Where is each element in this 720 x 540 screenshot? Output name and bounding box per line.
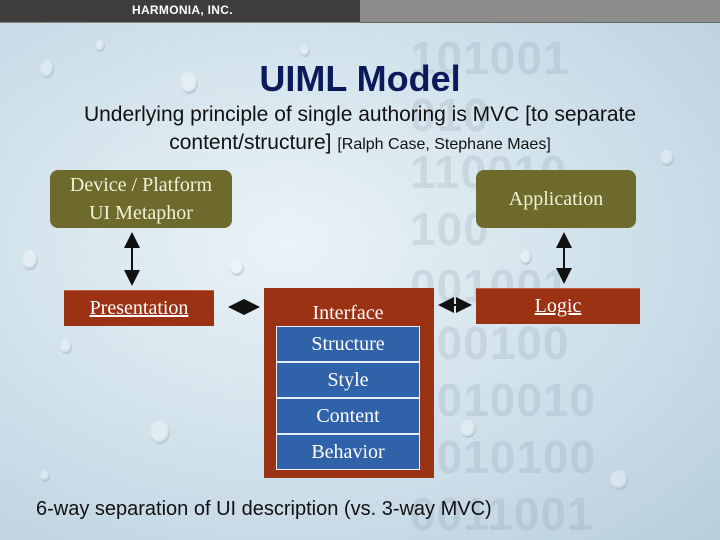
water-drop: [230, 260, 244, 276]
device-platform-box: Device / Platform UI Metaphor: [50, 170, 232, 228]
structure-label: Structure: [311, 332, 385, 355]
slide-caption: 6-way separation of UI description (vs. …: [36, 498, 492, 520]
style-box: Style: [276, 362, 420, 398]
interface-label-box: Interface: [276, 298, 420, 328]
content-box: Content: [276, 398, 420, 434]
water-drop: [60, 340, 72, 354]
water-drop: [95, 40, 105, 52]
header-banner: HARMONIA, INC.: [0, 0, 360, 23]
behavior-box: Behavior: [276, 434, 420, 470]
water-drop: [180, 72, 198, 94]
binary-row: 100: [410, 203, 490, 255]
application-box: Application: [476, 170, 636, 228]
device-platform-line2: UI Metaphor: [89, 202, 193, 224]
water-drop: [22, 250, 38, 270]
presentation-box: Presentation: [64, 290, 214, 326]
content-label: Content: [316, 404, 380, 427]
application-label: Application: [508, 188, 604, 210]
binary-row: 1010100: [410, 431, 597, 483]
company-name: HARMONIA, INC.: [132, 3, 233, 17]
water-drop: [660, 150, 674, 166]
background-binary-watermark: 1010010101100101000010011001000010010101…: [410, 30, 720, 540]
presentation-label: Presentation: [89, 297, 189, 319]
binary-row: 101001: [410, 32, 570, 84]
behavior-label: Behavior: [311, 440, 385, 463]
logic-label: Logic: [534, 295, 582, 317]
slide-title: UIML Model: [259, 58, 461, 99]
water-drop: [300, 45, 310, 57]
water-drop: [610, 470, 628, 490]
subtitle-main: Underlying principle of single authoring…: [83, 103, 637, 154]
water-drop: [40, 60, 54, 78]
binary-row: 100100: [410, 317, 570, 369]
slide-subtitle: Underlying principle of single authoring…: [20, 101, 700, 159]
subtitle-citation: [Ralph Case, Stephane Maes]: [337, 136, 551, 153]
water-drop: [150, 420, 170, 444]
header-banner-right: [360, 0, 720, 23]
water-drop: [40, 470, 50, 482]
water-drop: [460, 420, 476, 438]
structure-box: Structure: [276, 326, 420, 362]
interface-label: Interface: [312, 301, 384, 324]
binary-row: 0010010: [410, 374, 597, 426]
logic-box: Logic: [476, 288, 640, 324]
device-platform-line1: Device / Platform: [69, 174, 213, 196]
binary-row: 0011001: [410, 488, 594, 540]
style-label: Style: [327, 368, 369, 391]
water-drop: [520, 250, 532, 265]
binary-row: 010: [410, 89, 490, 141]
